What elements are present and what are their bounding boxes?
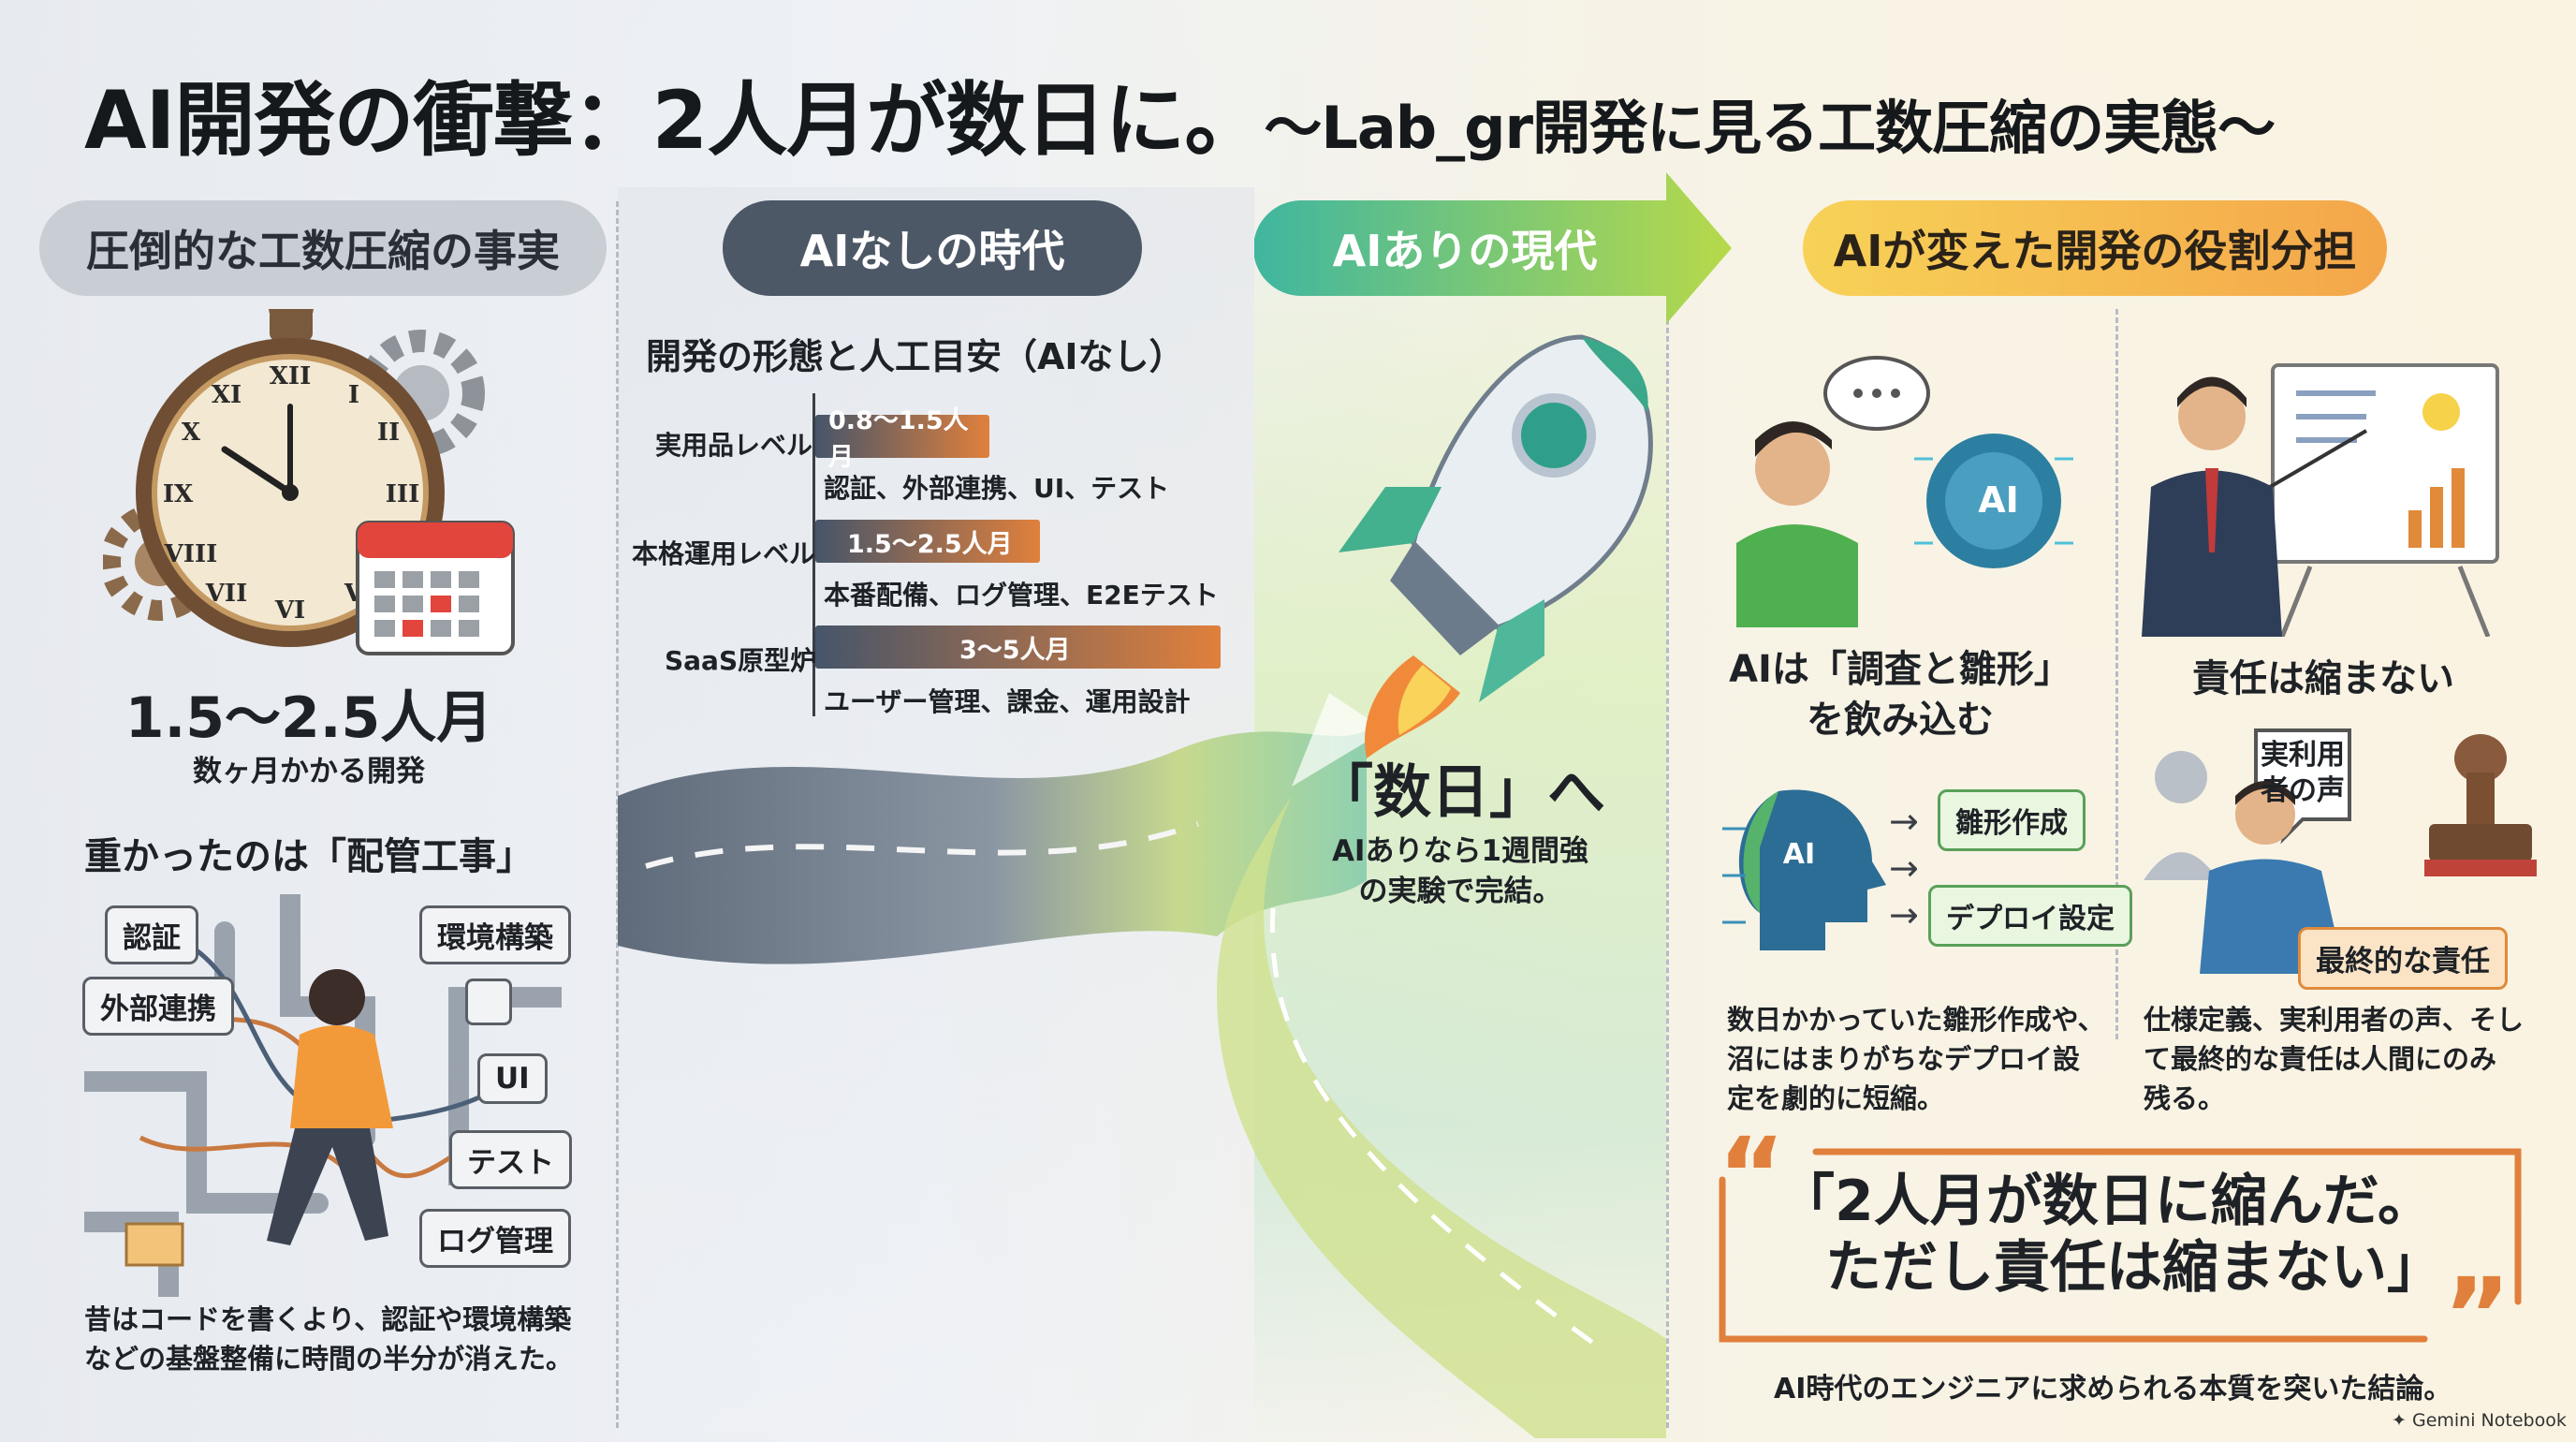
deploy-box: デプロイ設定 [1928, 885, 2132, 947]
thinking-person-illustration [1727, 346, 2092, 627]
svg-text:VI: VI [274, 596, 305, 625]
ai-head-icon [1722, 772, 1891, 950]
section-now: AIありの現代 [1332, 226, 1598, 276]
presenter-illustration [2132, 356, 2507, 638]
stamp-icon [2424, 734, 2537, 876]
row-detail-saas: ユーザー管理、課金、運用設計 [824, 686, 1191, 717]
bar-practical: 0.8〜1.5人月 [815, 406, 989, 472]
ai-brain-icon [1914, 434, 2073, 568]
ai-absorbs-heading: AIは「調査と雛形」 を飲み込む [1729, 648, 2071, 742]
row-label-production: 本格運用レベル [632, 538, 816, 569]
facts-footer: 昔はコードを書くより、認証や環境構築 などの基盤整備に時間の半分が消えた。 [84, 1303, 574, 1376]
chart-title: 開発の形態と人工目安（AIなし） [646, 336, 1185, 377]
plumbing-illustration [74, 884, 572, 1307]
svg-text:IX: IX [163, 480, 194, 508]
tag-ui: UI [477, 1053, 548, 1104]
svg-text:VIII: VIII [164, 540, 218, 568]
divider-1 [616, 201, 619, 1428]
open-quote-icon: “ [1718, 1115, 1786, 1235]
final-responsibility-box: 最終的な責任 [2298, 927, 2508, 990]
section-roles: AIが変えた開発の役割分担 [1803, 200, 2387, 296]
section-facts: 圧倒的な工数圧縮の事実 [39, 200, 607, 296]
svg-text:XI: XI [212, 381, 242, 409]
row-label-saas: SaaS原型炉 [665, 645, 817, 676]
rocket-icon [1273, 318, 1666, 787]
row-label-practical: 実用品レベル [655, 430, 813, 461]
tag-env: 環境構築 [419, 905, 571, 964]
brand-mark: ✦ Gemini Notebook [2392, 1410, 2567, 1431]
ai-absorbs-paragraph: 数日かかっていた雛形作成や、 沼にはまりがちなデプロイ設 定を劇的に短縮。 [1727, 1004, 2105, 1115]
pipe-tool-icon [465, 978, 512, 1025]
tag-log: ログ管理 [419, 1209, 571, 1268]
svg-text:II: II [377, 419, 400, 447]
facts-headline: 1.5〜2.5人月 [124, 685, 493, 751]
quote-frame [1713, 1142, 2527, 1348]
user-voice-bubble: 実利用 者の声 [2261, 739, 2345, 807]
svg-text:VII: VII [205, 580, 248, 608]
quote-text: 「2人月が数日に縮んだ。 ただし責任は縮まない」 [1778, 1169, 2443, 1301]
divider-3 [2115, 309, 2118, 1039]
quote-caption: AI時代のエンジニアに求められる本質を突いた結論。 [1774, 1373, 2452, 1405]
tag-test: テスト [449, 1130, 572, 1189]
svg-text:III: III [386, 480, 420, 508]
chart-axis [812, 393, 815, 716]
svg-text:XII: XII [270, 362, 312, 390]
row-detail-production: 本番配備、ログ管理、E2Eテスト [824, 580, 1219, 611]
svg-text:X: X [182, 419, 201, 447]
responsibility-heading: 責任は縮まない [2192, 657, 2454, 700]
section-now-arrow [1253, 172, 1732, 324]
gemini-icon: ✦ [2392, 1410, 2412, 1431]
bar-production: 1.5〜2.5人月 [815, 520, 1040, 563]
now-caption: AIありなら1週間強 の実験で完結。 [1331, 834, 1589, 909]
tag-auth: 認証 [105, 905, 198, 964]
road-illustration [618, 693, 1666, 1438]
close-quote-icon: ” [2443, 1256, 2511, 1376]
bar-saas: 3〜5人月 [815, 625, 1221, 669]
row-detail-practical: 認証、外部連携、UI、テスト [824, 473, 1170, 504]
page-subtitle: 〜Lab_gr開発に見る工数圧縮の実態〜 [1264, 94, 2276, 162]
divider-2 [1666, 201, 1669, 1428]
svg-text:I: I [348, 381, 359, 409]
ai-brain-label: AI [1978, 479, 2019, 521]
plumbing-heading: 重かったのは「配管工事」 [84, 835, 534, 878]
arrow-icon-2: → [1889, 847, 1919, 889]
stressed-engineer-icon [267, 969, 393, 1245]
facts-caption: 数ヶ月かかる開発 [193, 755, 425, 788]
arrow-icon-3: → [1889, 894, 1919, 935]
page-title: AI開発の衝撃：2人月が数日に。〜Lab_gr開発に見る工数圧縮の実態〜 [84, 74, 2276, 168]
calendar-icon [356, 521, 515, 655]
ai-head-label: AI [1782, 838, 1816, 871]
tag-external: 外部連携 [82, 977, 234, 1036]
arrow-icon-1: → [1889, 801, 1919, 842]
section-before: AIなしの時代 [723, 200, 1142, 296]
scaffold-box: 雛形作成 [1938, 789, 2086, 851]
responsibility-paragraph: 仕様定義、実利用者の声、そし て最終的な責任は人間にのみ 残る。 [2144, 1004, 2525, 1115]
now-headline: 「数日」へ [1314, 758, 1605, 826]
